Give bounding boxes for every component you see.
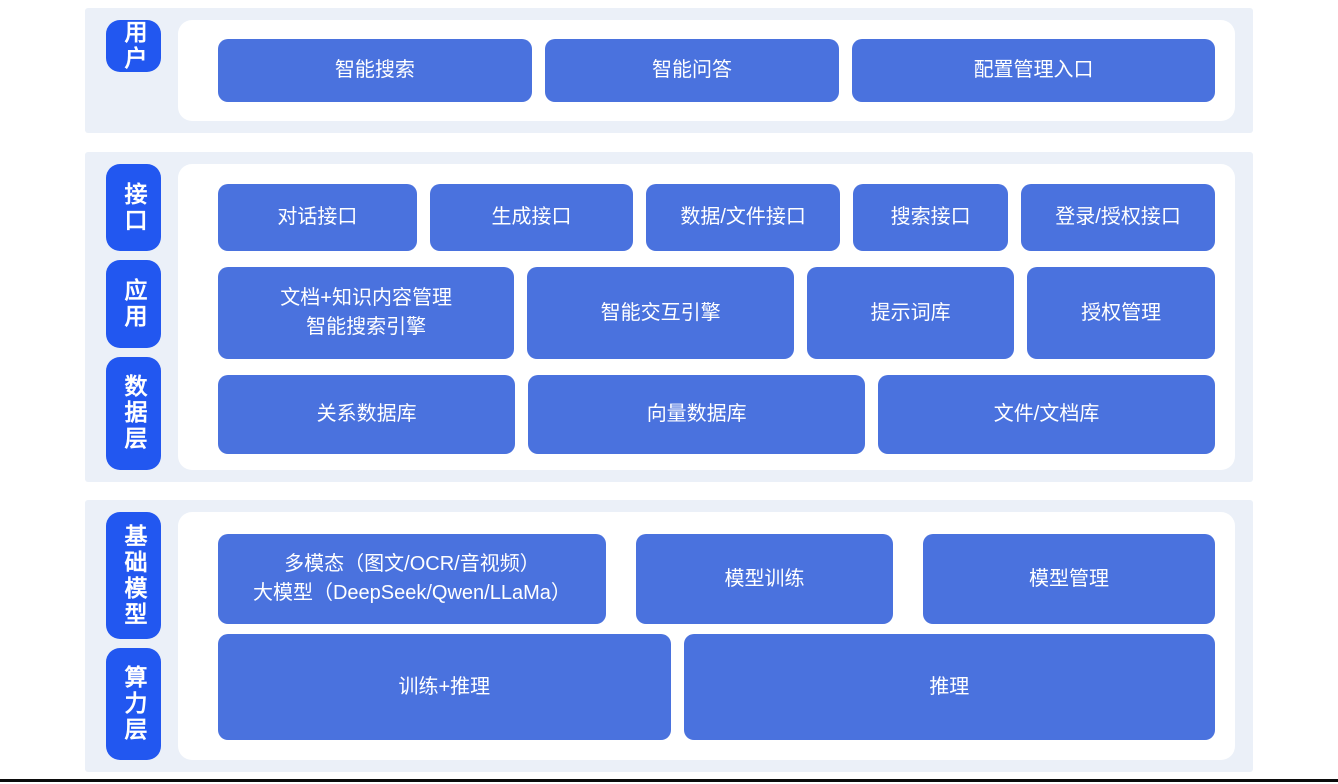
box-dialog-api: 对话接口 bbox=[218, 184, 417, 252]
foundation-layers-band: 基础模型 算力层 多模态（图文/OCR/音视频） 大模型（DeepSeek/Qw… bbox=[85, 500, 1253, 772]
box-model-training: 模型训练 bbox=[635, 534, 894, 625]
user-layer-label-column: 用户 bbox=[106, 20, 161, 121]
foundation-layers-label-column: 基础模型 算力层 bbox=[106, 512, 161, 760]
box-inference: 推理 bbox=[683, 634, 1215, 740]
box-file-doc-store: 文件/文档库 bbox=[878, 374, 1215, 454]
box-doc-knowledge-search-engine: 文档+知识内容管理 智能搜索引擎 bbox=[218, 267, 515, 359]
middle-layers-label-column: 接口 应用 数据层 bbox=[106, 164, 161, 470]
middle-layers-band: 接口 应用 数据层 对话接口 生成接口 数据/文件接口 搜索接口 登录/授权接口… bbox=[85, 152, 1253, 482]
box-data-file-api: 数据/文件接口 bbox=[646, 184, 841, 252]
box-prompt-library: 提示词库 bbox=[806, 267, 1015, 359]
model-row: 多模态（图文/OCR/音视频） 大模型（DeepSeek/Qwen/LLaMa）… bbox=[218, 534, 1215, 625]
application-row: 文档+知识内容管理 智能搜索引擎 智能交互引擎 提示词库 授权管理 bbox=[218, 267, 1215, 359]
data-row: 关系数据库 向量数据库 文件/文档库 bbox=[218, 374, 1215, 454]
box-smart-qa: 智能问答 bbox=[544, 39, 840, 102]
box-config-management-entry: 配置管理入口 bbox=[852, 39, 1216, 102]
box-model-management: 模型管理 bbox=[923, 534, 1215, 625]
box-training-inference: 训练+推理 bbox=[218, 634, 671, 740]
box-interaction-engine: 智能交互引擎 bbox=[527, 267, 794, 359]
layer-label-compute: 算力层 bbox=[106, 648, 161, 760]
user-layer-panel: 智能搜索 智能问答 配置管理入口 bbox=[178, 20, 1235, 121]
box-smart-search: 智能搜索 bbox=[218, 39, 532, 102]
interface-row: 对话接口 生成接口 数据/文件接口 搜索接口 登录/授权接口 bbox=[218, 184, 1215, 252]
row: 智能搜索 智能问答 配置管理入口 bbox=[218, 39, 1216, 102]
layer-label-data: 数据层 bbox=[106, 356, 161, 470]
compute-row: 训练+推理 推理 bbox=[218, 634, 1215, 740]
layer-label-foundation-model: 基础模型 bbox=[106, 512, 161, 640]
box-relational-db: 关系数据库 bbox=[218, 374, 516, 454]
box-login-auth-api: 登录/授权接口 bbox=[1021, 184, 1215, 252]
box-auth-management: 授权管理 bbox=[1027, 267, 1215, 359]
foundation-layers-panel: 多模态（图文/OCR/音视频） 大模型（DeepSeek/Qwen/LLaMa）… bbox=[178, 512, 1235, 760]
bottom-divider-line bbox=[0, 779, 1338, 782]
box-vector-db: 向量数据库 bbox=[528, 374, 866, 454]
box-search-api: 搜索接口 bbox=[853, 184, 1009, 252]
box-multimodal-llm: 多模态（图文/OCR/音视频） 大模型（DeepSeek/Qwen/LLaMa） bbox=[218, 534, 606, 625]
layer-label-interface: 接口 bbox=[106, 164, 161, 252]
middle-layers-panel: 对话接口 生成接口 数据/文件接口 搜索接口 登录/授权接口 文档+知识内容管理… bbox=[178, 164, 1235, 470]
box-generation-api: 生成接口 bbox=[429, 184, 634, 252]
layer-label-application: 应用 bbox=[106, 260, 161, 348]
layer-label-user: 用户 bbox=[106, 20, 161, 72]
user-layer-band: 用户 智能搜索 智能问答 配置管理入口 bbox=[85, 8, 1253, 133]
